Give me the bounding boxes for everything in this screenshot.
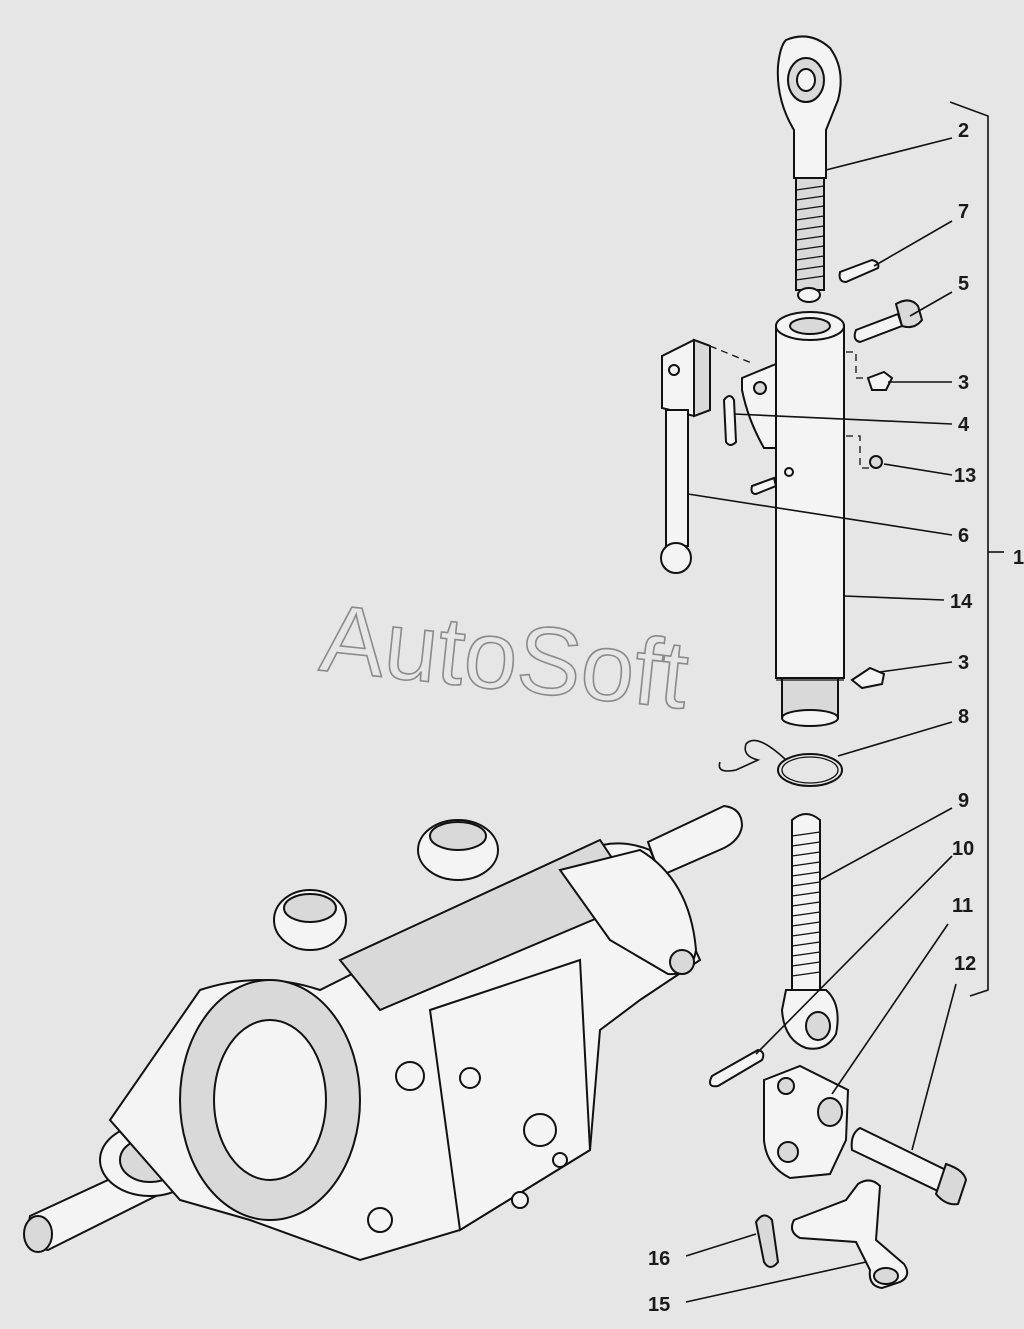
callout-6: 6 <box>958 525 969 547</box>
callout-1: 1 <box>1013 547 1024 569</box>
leader-lines <box>685 137 957 1303</box>
part-4-cotter-pin <box>722 395 738 446</box>
part-9-threaded-rod <box>780 813 839 1050</box>
callout-15: 15 <box>648 1294 670 1316</box>
bolt-small <box>750 476 778 496</box>
part-13-nut <box>846 435 883 469</box>
part-6-lever <box>660 338 755 574</box>
part-11-clevis <box>763 1064 850 1180</box>
callout-8: 8 <box>958 706 969 728</box>
part-3-grease-nipple-upper <box>846 351 894 391</box>
part-16-clip <box>754 1214 780 1268</box>
part-3-grease-nipple-lower <box>850 666 886 690</box>
callout-5: 5 <box>958 273 969 295</box>
part-2-threaded-eye-rod <box>776 35 842 303</box>
callout-3-lower: 3 <box>958 652 969 674</box>
part-10-split-pin <box>709 1048 765 1088</box>
watermark: AutoSoft <box>316 584 693 729</box>
callout-3-upper: 3 <box>958 372 969 394</box>
part-15-crank <box>791 1179 909 1290</box>
callout-7: 7 <box>958 201 969 223</box>
part-14-tube <box>741 311 845 727</box>
callout-11: 11 <box>952 895 973 917</box>
callout-4: 4 <box>958 414 970 436</box>
part-5-bolt <box>853 299 924 344</box>
callout-9: 9 <box>958 790 969 812</box>
callout-12: 12 <box>954 953 976 975</box>
callout-14: 14 <box>950 591 973 613</box>
part-7-pin <box>838 258 880 284</box>
assembly-bracket <box>949 101 1004 997</box>
part-12-pin <box>850 1126 968 1206</box>
callouts: 1 2 7 5 3 4 13 6 14 3 8 9 10 11 12 16 15 <box>648 120 1024 1316</box>
callout-10: 10 <box>952 838 974 860</box>
callout-16: 16 <box>648 1248 670 1270</box>
part-8-ring <box>718 739 843 787</box>
callout-13: 13 <box>954 465 976 487</box>
callout-2: 2 <box>958 120 969 142</box>
transmission-assembly <box>23 804 744 1262</box>
